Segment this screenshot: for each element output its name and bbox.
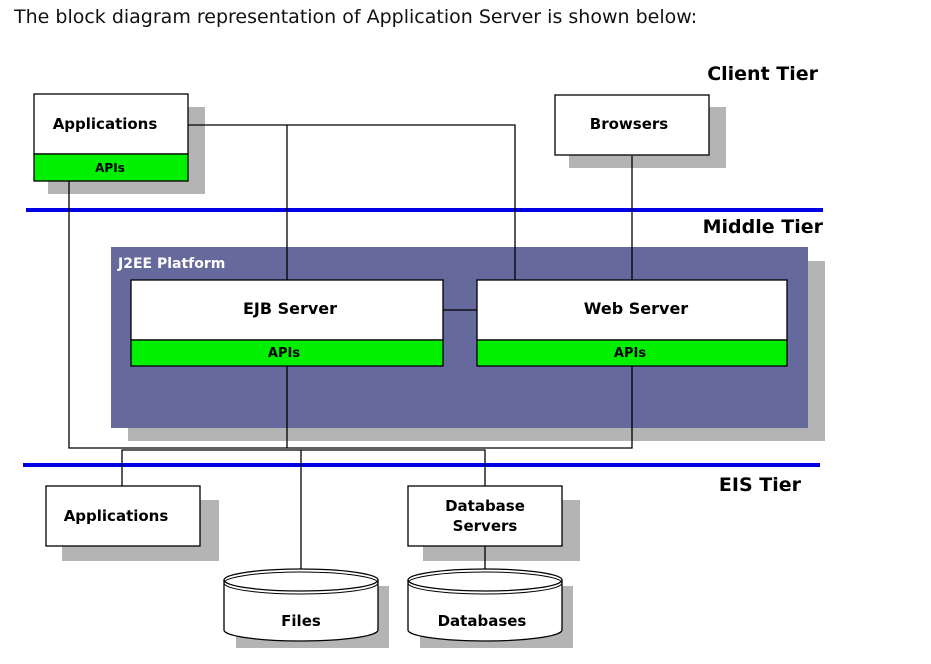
web-server-box: Web Server APIs [476, 279, 788, 367]
client-applications-box: Applications APIs [33, 93, 189, 182]
database-servers-label-line1: Database [445, 497, 525, 515]
connectors [68, 124, 633, 574]
web-server-apis-label: APIs [614, 346, 646, 361]
client-applications-apis-bar [33, 153, 189, 182]
eis-applications-box: Applications [45, 485, 201, 547]
eis-applications-label: Applications [64, 507, 169, 525]
ejb-server-apis-label: APIs [268, 346, 300, 361]
web-server-body [476, 279, 788, 341]
web-server-apis-bar [476, 339, 788, 367]
connector-eis-bus [121, 449, 486, 486]
databases-cylinder-body [407, 580, 563, 642]
connector-app-to-web [188, 124, 516, 280]
files-cylinder-rim [223, 571, 379, 595]
eis-applications-body [45, 485, 201, 547]
ejb-server-apis-bar [130, 339, 444, 367]
ejb-server-label: EJB Server [243, 299, 337, 318]
client-applications-apis-label: APIs [95, 161, 125, 175]
databases-cylinder-rim [407, 571, 563, 595]
files-label: Files [281, 612, 321, 630]
browsers-label: Browsers [590, 115, 668, 133]
browsers-body [554, 94, 710, 156]
j2ee-platform-label: J2EE Platform [117, 256, 225, 272]
database-servers-label-line2: Servers [453, 517, 518, 535]
middle-tier-label: Middle Tier [703, 216, 824, 238]
browsers-box: Browsers [554, 94, 710, 156]
ejb-server-body [130, 279, 444, 341]
intro-text: The block diagram representation of Appl… [14, 6, 698, 28]
ejb-server-box: EJB Server APIs [130, 279, 444, 367]
database-servers-body [407, 485, 563, 547]
eis-tier-label: EIS Tier [719, 474, 802, 496]
files-cylinder-top [223, 568, 379, 592]
files-cylinder: Files [223, 568, 389, 648]
client-applications-label: Applications [53, 115, 158, 133]
files-cylinder-body [223, 580, 379, 642]
database-servers-box: Database Servers [407, 485, 563, 547]
connector-apis-loop [68, 181, 633, 449]
client-tier-label: Client Tier [707, 63, 818, 85]
databases-cylinder-top [407, 568, 563, 592]
databases-cylinder: Databases [407, 568, 573, 648]
databases-label: Databases [438, 612, 527, 630]
web-server-label: Web Server [584, 299, 689, 318]
